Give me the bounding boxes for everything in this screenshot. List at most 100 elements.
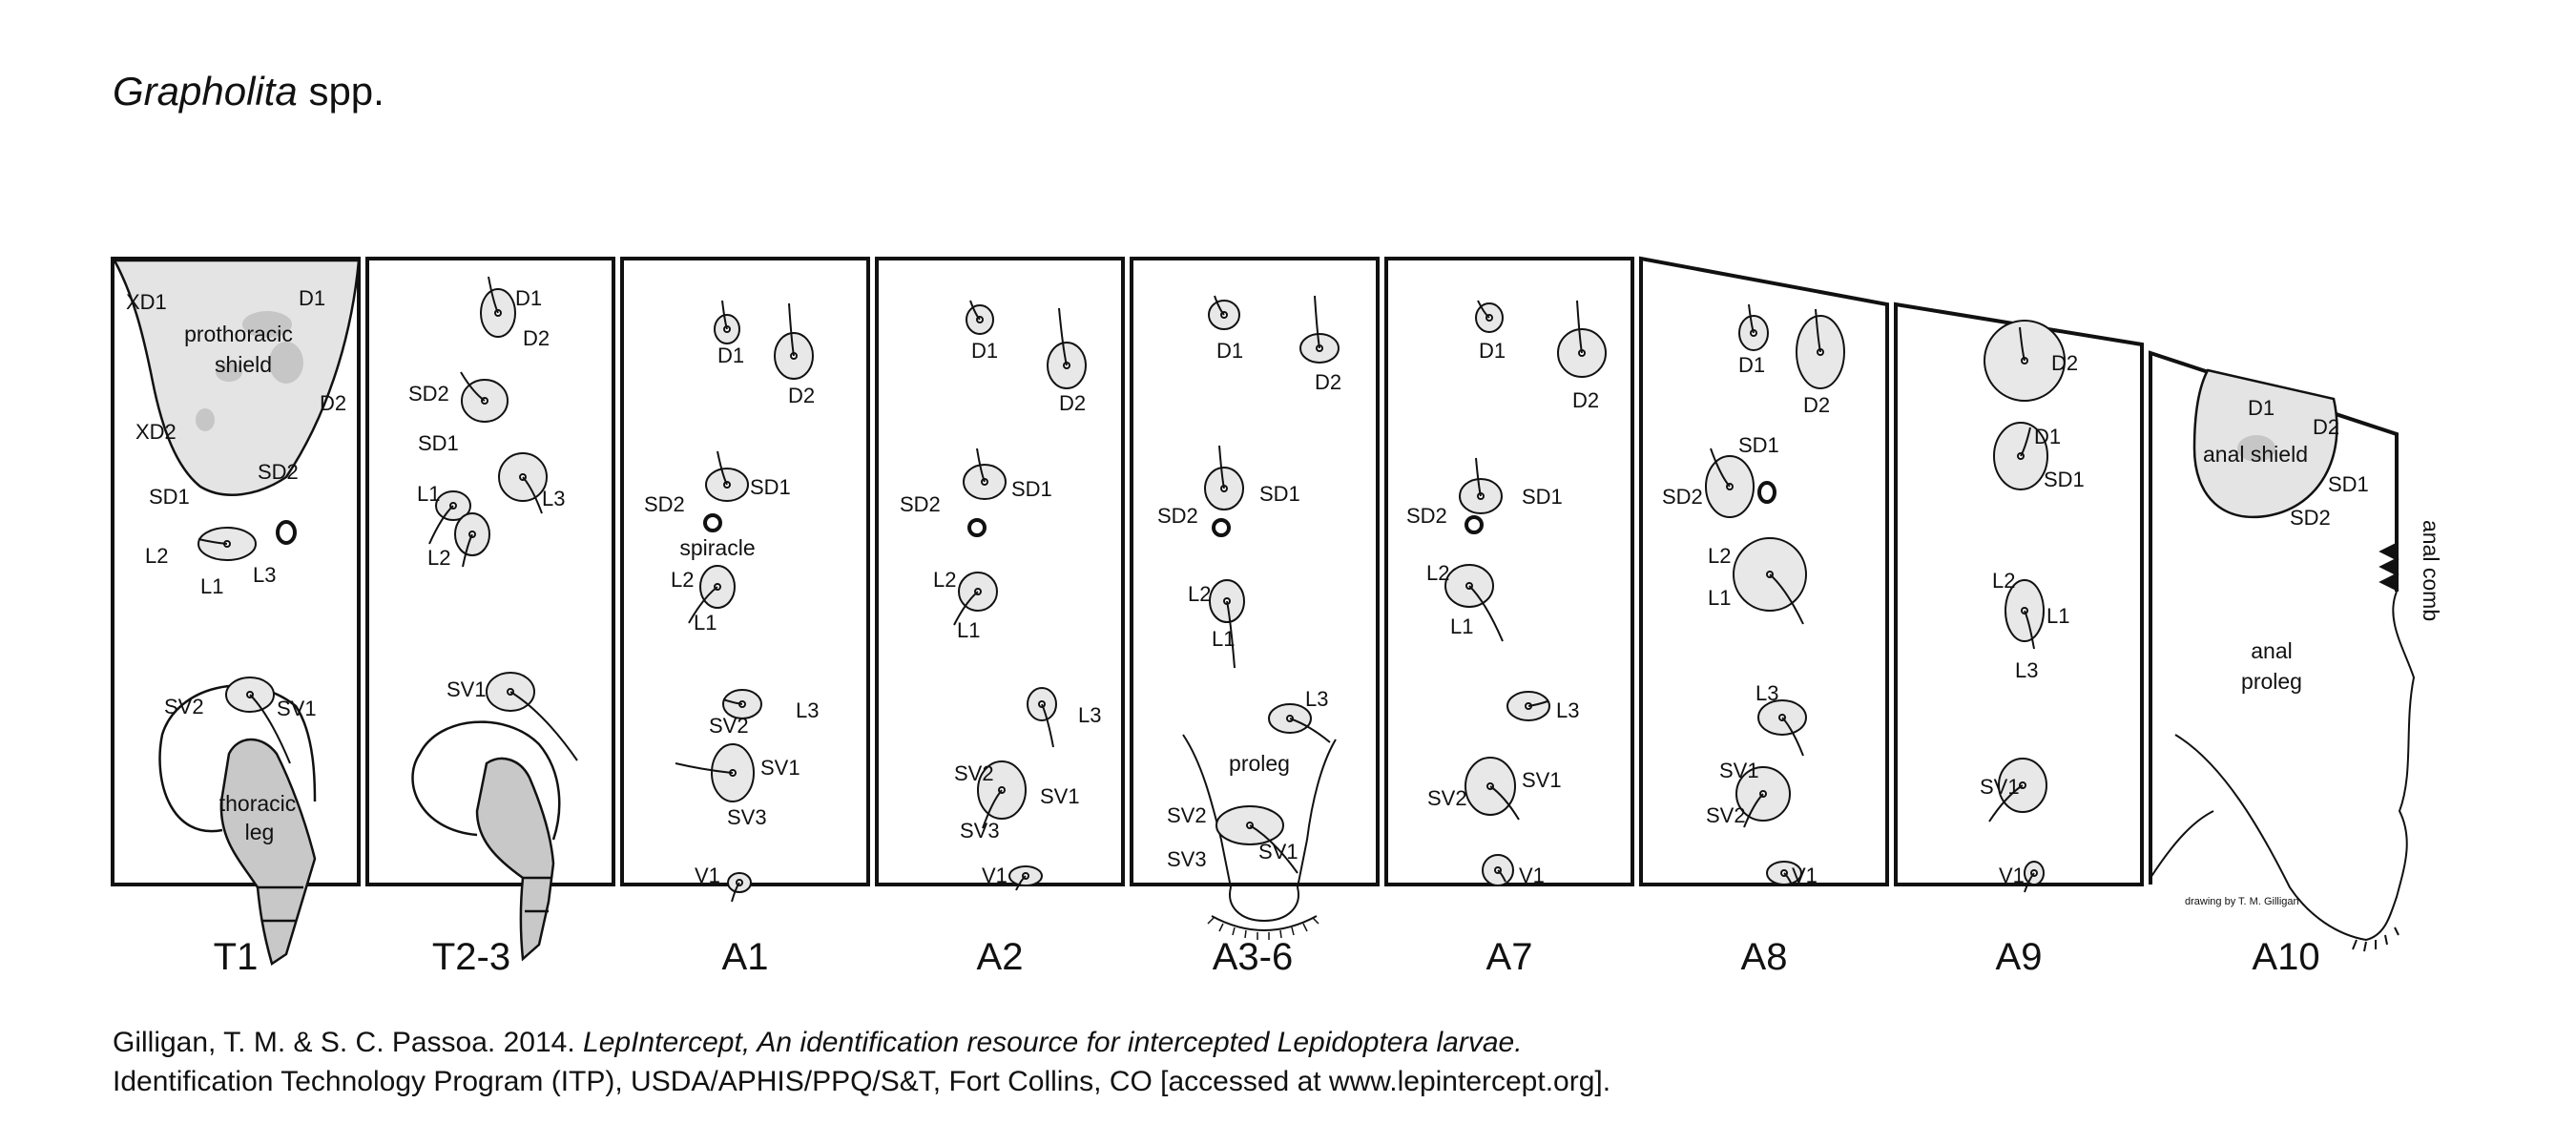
anal-comb xyxy=(2379,541,2399,593)
seta-labels-a7: D1 D2 SD2 SD1 L2 L1 L3 SV2 SV1 V1 xyxy=(1406,339,1599,887)
seta-label: L2 xyxy=(1426,561,1449,585)
seta-hair xyxy=(1214,295,1225,316)
seta-hair xyxy=(1249,824,1298,874)
spiracle-t1 xyxy=(276,520,297,545)
seta-label: SV3 xyxy=(1167,847,1207,871)
seta-hair xyxy=(717,450,728,486)
seta-label: SD1 xyxy=(149,485,190,509)
seta-hair xyxy=(1781,717,1804,757)
seta-label: V1 xyxy=(1792,864,1818,887)
anal-proleg xyxy=(2150,591,2416,952)
seta-label: SD2 xyxy=(1662,485,1703,509)
seta-label: D2 xyxy=(788,384,815,407)
seta-hair xyxy=(488,276,499,314)
seta-labels-a9: D2 D1 SD1 L2 L1 L3 SV1 V1 xyxy=(1980,351,2085,887)
thoracic-leg-t2-3 xyxy=(411,720,561,962)
seta-label: L2 xyxy=(145,544,168,568)
seta-label: SD2 xyxy=(1406,504,1447,528)
seta-label: SV3 xyxy=(960,819,1000,843)
anal-comb-label: anal comb xyxy=(2419,520,2443,621)
seta-hair xyxy=(721,300,728,330)
seta-label: V1 xyxy=(982,864,1008,887)
seta-hair xyxy=(1314,295,1320,349)
seta-label: D2 xyxy=(2051,351,2078,375)
seta-hair xyxy=(1576,300,1583,354)
seta-hair xyxy=(1489,785,1520,821)
proleg-a3-6 xyxy=(1182,734,1337,940)
citation-authors: Gilligan, T. M. & S. C. Passoa. 2014. xyxy=(113,1027,575,1058)
seta-label: D2 xyxy=(1059,391,1086,415)
seta-label: D1 xyxy=(2248,396,2275,420)
spiracle-a2 xyxy=(967,518,987,537)
spiracle-a7 xyxy=(1465,515,1484,534)
seta-label: V1 xyxy=(1999,864,2025,887)
seta-label: L1 xyxy=(1212,627,1235,651)
seta-label: D1 xyxy=(515,286,542,310)
seta-hair xyxy=(1041,703,1054,748)
segment-label-t2-3: T2-3 xyxy=(432,936,510,978)
seta-label: SD2 xyxy=(408,382,449,406)
seta-label: SV1 xyxy=(1258,840,1298,864)
segment-label-t1: T1 xyxy=(214,936,259,978)
seta-label: L3 xyxy=(2015,658,2038,682)
seta-label: SV2 xyxy=(1427,786,1467,810)
citation-line-2: Identification Technology Program (ITP),… xyxy=(113,1066,1611,1097)
seta-hair xyxy=(788,302,795,357)
segment-frame-a2 xyxy=(875,257,1125,886)
seta-label: SV2 xyxy=(709,714,749,738)
seta-label: L1 xyxy=(2046,604,2069,628)
anal-proleg-label-2: proleg xyxy=(2241,669,2302,694)
proleg-label: proleg xyxy=(1229,751,1290,776)
seta-hair xyxy=(1477,300,1490,319)
seta-hair xyxy=(969,300,981,321)
seta-label: SV2 xyxy=(1706,803,1746,827)
seta-label: D2 xyxy=(2313,415,2339,439)
title-genus: Grapholita xyxy=(113,69,298,114)
seta-hair xyxy=(1988,784,2024,822)
seta-label: V1 xyxy=(1519,864,1545,887)
seta-label: SD1 xyxy=(750,475,791,499)
seta-hair xyxy=(976,448,986,483)
seta-label: SD1 xyxy=(1522,485,1563,509)
seta-label: D1 xyxy=(1216,339,1243,363)
seta-hair xyxy=(460,371,486,402)
seta-hair xyxy=(249,694,291,764)
title-suffix: spp. xyxy=(308,69,384,114)
segment-frame-a8 xyxy=(1639,256,1889,886)
thoracic-leg-label-2: leg xyxy=(245,820,275,844)
seta-label: SD2 xyxy=(1157,504,1198,528)
seta-label: XD2 xyxy=(135,420,177,444)
seta-label: L1 xyxy=(200,574,223,598)
seta-label: SV2 xyxy=(164,695,204,718)
seta-label: SV1 xyxy=(277,697,317,720)
seta-hair xyxy=(1475,457,1482,497)
seta-labels-t1: XD1 D1 D2 XD2 SD1 SD2 L2 L1 L3 SV2 SV1 xyxy=(126,286,346,720)
seta-label: L1 xyxy=(957,618,980,642)
figure-title: Grapholita spp. xyxy=(113,69,384,114)
spiracle-a1 xyxy=(703,513,722,532)
seta-hair xyxy=(1015,875,1027,891)
anal-shield-label: anal shield xyxy=(2203,442,2308,467)
seta-label: L3 xyxy=(1755,681,1778,705)
segment-frame-t2-3 xyxy=(365,257,615,886)
segment-label-a1: A1 xyxy=(722,936,769,978)
seta-label: L2 xyxy=(1708,544,1731,568)
segment-frame-t1 xyxy=(111,257,361,886)
seta-label: L3 xyxy=(796,698,819,722)
seta-labels-t2-3: D1 D2 SD2 SD1 L1 L2 L3 SV1 xyxy=(408,286,565,701)
segment-label-a9: A9 xyxy=(1996,936,2043,978)
seta-label: D1 xyxy=(2034,425,2061,448)
seta-hair xyxy=(1226,600,1236,669)
seta-label: SV1 xyxy=(760,756,800,780)
seta-label: D1 xyxy=(717,344,744,367)
seta-hair xyxy=(522,476,543,514)
segment-frame-a9 xyxy=(1894,302,2144,886)
seta-hair xyxy=(2024,610,2035,650)
seta-label: L2 xyxy=(671,568,694,592)
seta-label: D2 xyxy=(1572,388,1599,412)
seta-label: XD1 xyxy=(126,290,167,314)
seta-hair xyxy=(197,538,228,545)
seta-label: SV3 xyxy=(727,805,767,829)
seta-label: L1 xyxy=(694,611,717,635)
